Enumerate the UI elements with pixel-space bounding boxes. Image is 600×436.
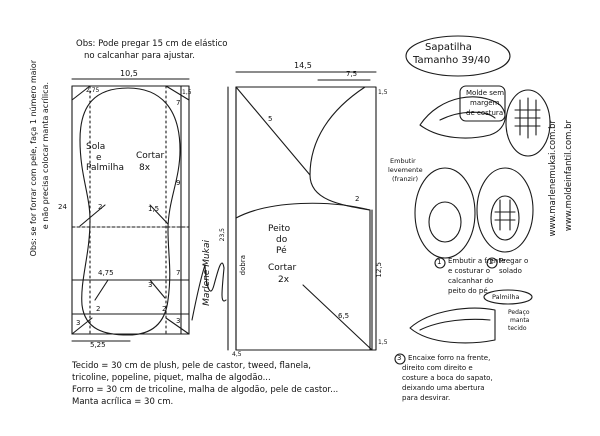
side-url-2: www.moldeinfantil.com.br [564, 120, 574, 232]
step-3-line-5: para desvirar. [402, 394, 451, 402]
shoe-sketch-1 [419, 96, 506, 139]
upper-width-label: 14,5 [294, 61, 312, 70]
signature: Marlene Mukai [202, 240, 212, 306]
step-3-line-3: costure a boca do sapato, [402, 374, 493, 382]
title-oval [405, 35, 511, 77]
step-2-number: 2 [489, 258, 494, 266]
sole-dim-2b: 2 [96, 305, 101, 313]
sole-dim-right: 1,5 [182, 89, 192, 96]
sole-dim-3c: 3 [176, 317, 181, 325]
sole-dim-2c: 2 [162, 305, 167, 313]
upper-dim-2: 2 [355, 195, 360, 203]
materials-line-3: Forro = 30 cm de tricoline, malha de alg… [72, 385, 339, 395]
sole-dim-top: 2,75 [86, 87, 100, 94]
sole-dim-7b: 7 [176, 269, 181, 277]
upper-label-do: do [276, 235, 288, 245]
upper-outline [235, 86, 371, 351]
sole-sketch-3 [476, 167, 534, 253]
upper-label-peito: Peito [268, 224, 291, 234]
step-3-line-2: direito com direito e [402, 364, 473, 372]
upper-fold-label: dobra [239, 255, 247, 276]
upper-frame [235, 86, 377, 351]
obs-side-line-1: Obs: se for forrar com pele, faça 1 núme… [29, 60, 38, 257]
mold-note-1: Molde sem [466, 89, 505, 97]
sole-sketch-1 [505, 89, 551, 157]
sole-grain: 24 [58, 203, 67, 211]
sole-dim-3b: 3 [76, 319, 81, 327]
sole-label-e: e [96, 153, 102, 163]
upper-dim-125: 12,5 [375, 262, 383, 278]
upper-dim-65: 6,5 [338, 312, 350, 320]
sole-cut-label: Cortar [136, 151, 165, 161]
materials-line-1: Tecido = 30 cm de plush, pele de castor,… [72, 361, 311, 371]
signature-scribble [191, 262, 227, 321]
step-3-number: 3 [397, 354, 402, 362]
upper-label-pe: Pé [276, 246, 287, 256]
step-1-line-1: Embutir a frente [448, 257, 506, 265]
sole-dim-9: 9 [176, 179, 181, 187]
embutir-2: levemente [388, 166, 423, 174]
sole-label-palmilha: Palmilha [86, 163, 125, 173]
sole-dim-475: 4,75 [98, 269, 114, 277]
manta-1: Pedaço [508, 309, 530, 316]
materials-line-2: tricoline, popeline, piquet, malha de al… [72, 373, 271, 383]
obs-note-line-2: no calcanhar para ajustar. [84, 51, 195, 61]
step-2-line-2: solado [499, 267, 522, 275]
step-2-line-1: Pregar o [499, 257, 529, 265]
sole-width-label: 10,5 [120, 69, 138, 78]
manta-2: manta [510, 317, 530, 324]
sole-cut-count: 8x [139, 163, 151, 173]
upper-dim-75: 7,5 [346, 70, 358, 78]
title-line-1: Sapatilha [425, 42, 472, 53]
obs-note-line-1: Obs: Pode pregar 15 cm de elástico [76, 39, 228, 49]
step-3-line-4: deixando uma abertura [402, 384, 485, 392]
upper-dim-15: 1,5 [378, 89, 388, 96]
sole-dim-7: 7 [176, 99, 181, 107]
shoe-sketch-2 [409, 307, 496, 344]
upper-side-dim: 23,5 [219, 228, 226, 242]
step-1-line-3: calcanhar do [448, 277, 494, 285]
obs-side-line-2: e não precisa colocar manta acrílica. [41, 82, 50, 230]
step-1-line-2: e costurar o [448, 267, 491, 275]
sole-sketch-2 [414, 167, 476, 259]
upper-cut-label: Cortar [268, 263, 297, 273]
palmilha-tag: Palmilha [492, 293, 520, 301]
upper-dim-5: 5 [268, 115, 273, 123]
materials-line-4: Manta acrílica = 30 cm. [72, 397, 174, 407]
sole-dim-3a: 3 [148, 281, 153, 289]
step-1-line-4: peito do pé [448, 287, 488, 295]
sole-dim-15: 1,5 [148, 205, 160, 213]
embutir-1: Embutir [390, 157, 416, 165]
step-3-line-1: Encaixe forro na frente, [408, 354, 491, 362]
sole-outline [79, 87, 181, 336]
embutir-3: (franzir) [392, 175, 419, 183]
title-line-2: Tamanho 39/40 [413, 55, 491, 66]
sole-dim-2: 2 [98, 203, 103, 211]
mold-note-2: margem [470, 99, 500, 107]
manta-3: tecido [508, 325, 527, 332]
mold-note-3: de costura [466, 109, 504, 117]
upper-dim-15b: 1,5 [378, 339, 388, 346]
sole-bottom-width: 5,25 [90, 341, 106, 349]
upper-cut-count: 2x [278, 275, 290, 285]
side-url-1: www.marlenemukai.com.br [548, 120, 558, 237]
sole-label-sola: Sola [86, 142, 106, 152]
step-1-number: 1 [437, 258, 442, 266]
upper-dim-45: 4,5 [232, 351, 242, 358]
